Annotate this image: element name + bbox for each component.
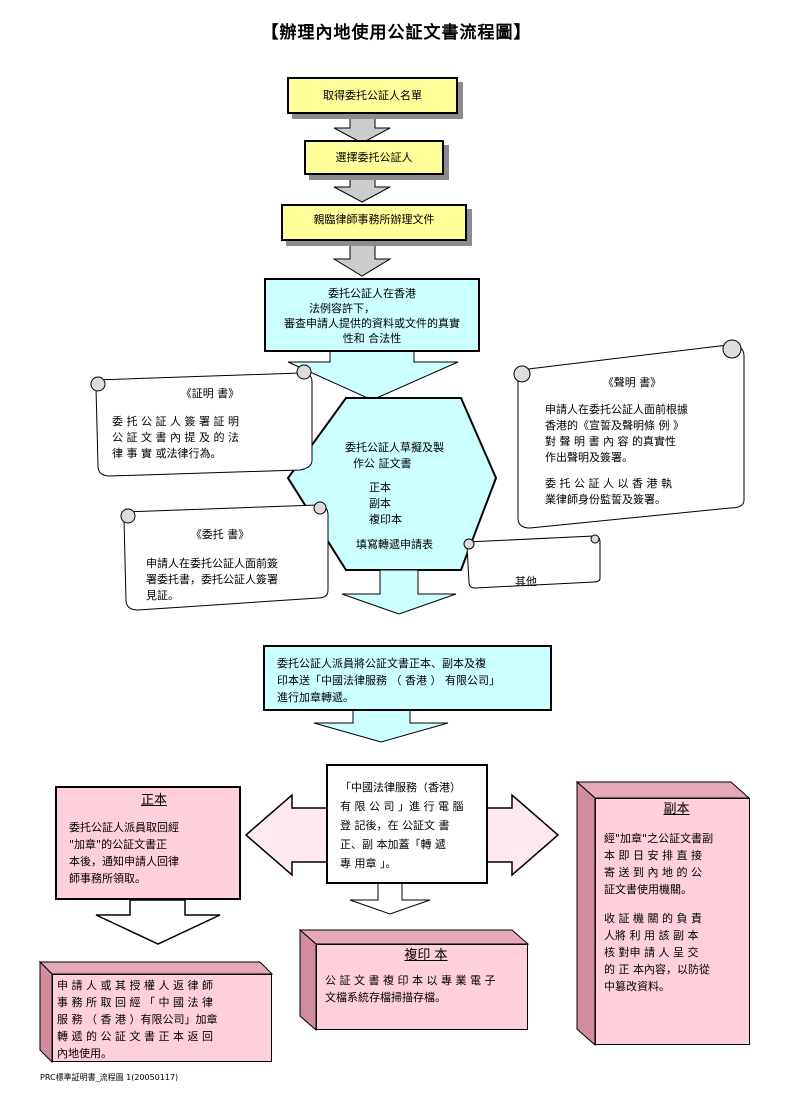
duplicate-line-6: 收 証 機 關 的 負 責 xyxy=(604,912,702,925)
collect-line-4: 轉 遞 的 公 証 文 書 正 本 返 回 xyxy=(57,1030,213,1043)
arrow-down-original xyxy=(95,899,221,945)
certificate-text: 委 托 公 証 人 簽 署 証 明 公 証 文 書 內 提 及 的 法 律 事 … xyxy=(112,414,304,462)
draft-item-copy: 複印本 xyxy=(369,513,402,526)
china-legal-line-5: 專 用章 」。 xyxy=(340,857,397,870)
authorization-text: 申請人在委托公証人面前簽 署委托書，委托公証人簽署 見証。 xyxy=(146,556,326,604)
authorization-line-2: 署委托書，委托公証人簽署 xyxy=(146,573,278,586)
draft-item-original: 正本 xyxy=(369,481,391,494)
copy-title: 複印 本 xyxy=(404,948,448,963)
certificate-title: 《証明 書》 xyxy=(180,387,240,400)
collect-line-5: 內地使用。 xyxy=(57,1047,112,1060)
dispatch-line-3: 進行加章轉遞。 xyxy=(277,691,354,704)
copy-box: 複印 本 公 証 文 書 複 印 本 以 專 業 電 子 文檔系統存檔掃描存檔。 xyxy=(316,944,528,1030)
arrow-down-2 xyxy=(333,175,391,203)
certificate-line-1: 委 托 公 証 人 簽 署 証 明 xyxy=(112,415,239,428)
draft-text: 委托公証人草擬及製 作公 証文書 xyxy=(345,440,465,472)
original-box: 正本 委托公証人派員取回經 "加章"的公証文書正 本後，通知申請人回律 師事務所… xyxy=(55,786,241,900)
collect-box-3d-side xyxy=(39,960,53,1064)
arrow-down-dispatch xyxy=(313,709,449,743)
copy-line-2: 文檔系統存檔掃描存檔。 xyxy=(325,991,446,1004)
draft-form: 填寫轉遞申請表 xyxy=(356,538,433,551)
authorization-title: 《委托 書》 xyxy=(190,528,250,541)
arrow-down-china xyxy=(349,881,431,915)
review-line-4: 性和 合法性 xyxy=(342,332,402,345)
copy-box-3d-top xyxy=(298,929,530,945)
declaration-title: 《聲明 書》 xyxy=(602,376,662,389)
other-label: 其他 xyxy=(515,575,537,588)
duplicate-line-9: 的 正 本內容，以防從 xyxy=(604,963,710,976)
declaration-text: 申請人在委托公証人面前根據 香港的《宣誓及聲明條 例 》 對 聲 明 書 內 容… xyxy=(545,402,741,508)
collect-box-3d-top xyxy=(38,961,274,975)
authorization-line-1: 申請人在委托公証人面前簽 xyxy=(146,557,278,570)
declaration-line-4: 作出聲明及簽署。 xyxy=(545,451,633,464)
arrow-down-review xyxy=(287,349,459,401)
original-line-1: 委托公証人派員取回經 xyxy=(69,821,179,834)
authorization-line-3: 見証。 xyxy=(146,589,179,602)
declaration-line-5 xyxy=(545,466,741,476)
copy-box-3d-side xyxy=(299,928,317,1032)
original-title: 正本 xyxy=(140,793,167,808)
certificate-line-3: 律 事 實 或法律行為。 xyxy=(112,447,222,460)
step-visit-office: 親臨律師事務所辦理文件 xyxy=(281,204,467,241)
collect-line-2: 事 務 所 取 回 經 「 中 國 法 律 xyxy=(57,996,213,1009)
page-title: 【辦理內地使用公証文書流程圖】 xyxy=(261,23,532,43)
declaration-line-7: 業律師身份監誓及簽署。 xyxy=(545,493,666,506)
original-line-3: 本後，通知申請人回律 xyxy=(69,855,179,868)
draft-line-1: 委托公証人草擬及製 xyxy=(345,441,444,454)
duplicate-line-3: 寄 送 到 內 地 的 公 xyxy=(604,866,702,879)
dispatch-box: 委托公証人派員將公証文書正本、副本及複 印本送「中國法律服務 （ 香港 ） 有限… xyxy=(263,645,552,711)
duplicate-line-1: 經"加章"之公証文書副 xyxy=(604,832,714,845)
draft-line-2: 作公 証文書 xyxy=(353,457,412,470)
duplicate-box-3d-top xyxy=(575,781,751,799)
step-obtain-list-label: 取得委托公証人名單 xyxy=(323,89,422,102)
collect-box: 申 請 人 或 其 授 權 人 返 律 師 事 務 所 取 回 經 「 中 國 … xyxy=(52,974,272,1062)
china-legal-line-1: 「中國法律服務（香港） xyxy=(340,781,461,794)
step-select-notary: 選擇委托公証人 xyxy=(304,140,444,175)
collect-line-1: 申 請 人 或 其 授 權 人 返 律 師 xyxy=(57,979,213,992)
arrow-down-3 xyxy=(332,243,392,277)
draft-items: 正本 副本 複印本 xyxy=(369,480,402,528)
review-line-2: 法例容許下， xyxy=(309,302,375,315)
collect-line-3: 服 務 （ 香 港 ）有限公司」加章 xyxy=(57,1013,218,1026)
dispatch-line-1: 委托公証人派員將公証文書正本、副本及複 xyxy=(277,657,486,670)
duplicate-title: 副本 xyxy=(663,802,690,817)
draft-hexagon xyxy=(286,397,498,571)
duplicate-box-3d-side xyxy=(576,780,596,1047)
draft-item-duplicate: 副本 xyxy=(369,497,391,510)
step-obtain-list: 取得委托公証人名單 xyxy=(287,77,458,114)
china-legal-line-3: 登 記後，在 公証文 書 xyxy=(340,819,450,832)
certificate-line-2: 公 証 文 書 內 提 及 的 法 xyxy=(112,431,239,444)
duplicate-box: 副本 經"加章"之公証文書副 本 即 日 安 排 直 接 寄 送 到 內 地 的… xyxy=(595,798,750,1045)
duplicate-line-10: 中篡改資料。 xyxy=(604,980,670,993)
duplicate-line-5 xyxy=(604,898,749,910)
step-select-notary-label: 選擇委托公証人 xyxy=(335,151,413,164)
review-line-3: 審查申請人提供的資料或文件的真實 xyxy=(284,317,460,330)
original-line-2: "加章"的公証文書正 xyxy=(69,838,168,851)
copy-line-1: 公 証 文 書 複 印 本 以 專 業 電 子 xyxy=(325,974,496,987)
duplicate-line-8: 核 對申 請 人 呈 交 xyxy=(604,946,699,959)
declaration-line-2: 香港的《宣誓及聲明條 例 》 xyxy=(545,419,684,432)
declaration-line-6: 委 托 公 証 人 以 香 港 執 xyxy=(545,477,672,490)
china-legal-line-4: 正、副 本加蓋「轉 遞 xyxy=(340,838,446,851)
duplicate-line-2: 本 即 日 安 排 直 接 xyxy=(604,849,702,862)
step-visit-office-label: 親臨律師事務所辦理文件 xyxy=(313,213,435,226)
declaration-line-3: 對 聲 明 書 內 容 的真實性 xyxy=(545,435,676,448)
duplicate-line-4: 証文書使用機關。 xyxy=(604,883,692,896)
original-line-4: 師事務所領取。 xyxy=(69,872,146,885)
arrow-down-1 xyxy=(333,116,391,144)
footer-text: PRC標準証明書_流程圖 1(20050117) xyxy=(40,1073,179,1082)
review-box: 委托公証人在香港 法例容許下， 審查申請人提供的資料或文件的真實 性和 合法性 xyxy=(264,278,480,352)
duplicate-line-7: 人將 利 用 該 副 本 xyxy=(604,929,699,942)
declaration-line-1: 申請人在委托公証人面前根據 xyxy=(545,403,688,416)
china-legal-line-2: 有 限 公 司 」進 行 電 腦 xyxy=(340,800,464,813)
china-legal-box: 「中國法律服務（香港） 有 限 公 司 」進 行 電 腦 登 記後，在 公証文 … xyxy=(326,764,488,884)
review-line-1: 委托公証人在香港 xyxy=(328,287,416,300)
dispatch-line-2: 印本送「中國法律服務 （ 香港 ） 有限公司」 xyxy=(277,674,500,687)
arrow-down-hexagon xyxy=(341,569,457,615)
